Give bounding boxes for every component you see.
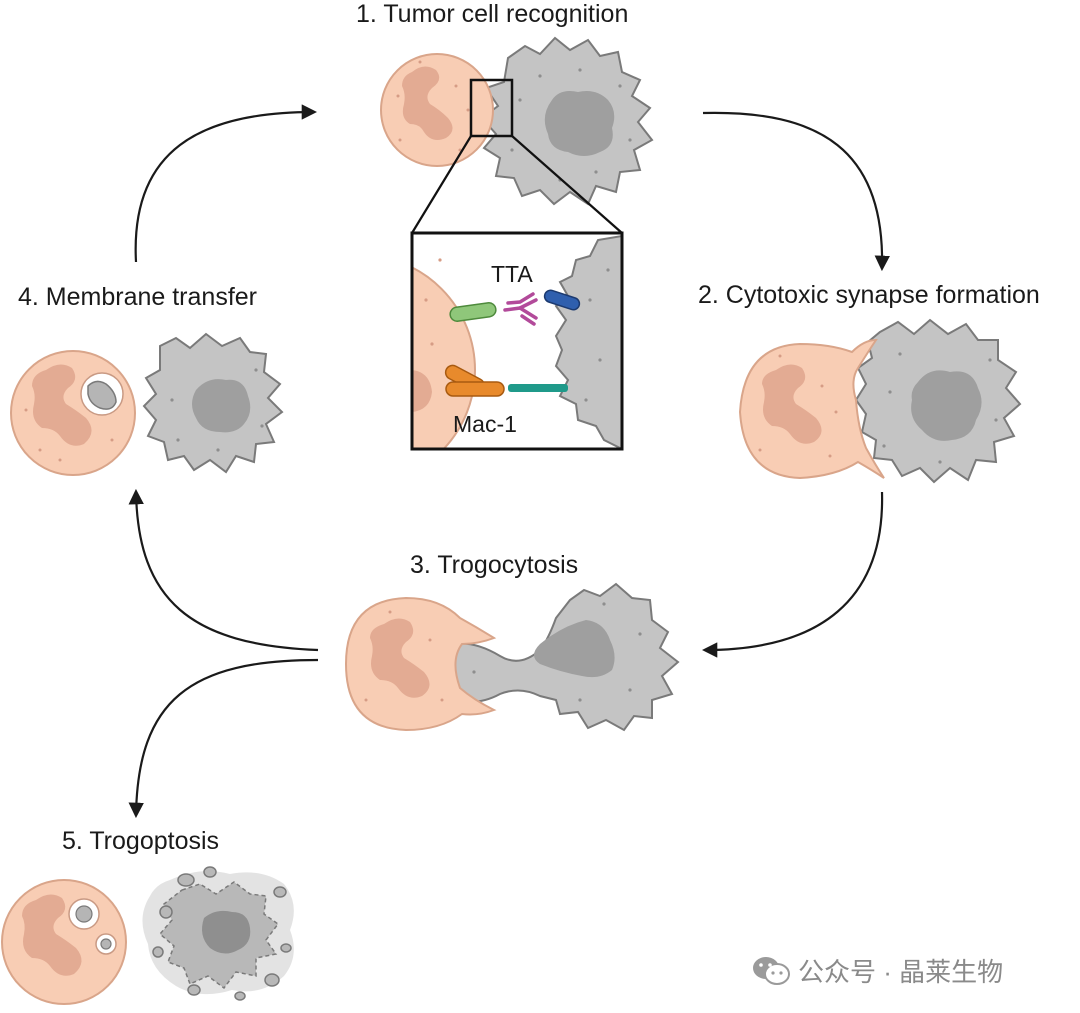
tta-label: TTA (491, 261, 533, 287)
step1-cells (380, 36, 654, 206)
neutrophil-nucleus (402, 66, 453, 140)
tumor-nucleus (192, 379, 251, 433)
arrow-3-to-4 (128, 488, 319, 652)
neutrophil-nucleus (32, 364, 92, 446)
arrow-4-to-1 (134, 104, 318, 263)
step1-label: 1. Tumor cell recognition (356, 0, 629, 28)
cycle-arrows (128, 104, 891, 819)
neutrophil-nucleus (22, 894, 82, 976)
arrow-3-to-5 (128, 658, 319, 819)
mac1-label: Mac-1 (453, 411, 517, 437)
inset-frame (410, 231, 624, 451)
dying-tumor-nucleus (202, 910, 251, 954)
step2-cells (738, 318, 1022, 484)
mac1-orange-b (445, 381, 505, 397)
tumor-nucleus (534, 620, 615, 678)
step3-cells (344, 582, 680, 732)
tumor-nucleus (544, 91, 615, 156)
step5-label: 5. Trogoptosis (62, 827, 220, 855)
neutrophil-nucleus (762, 364, 822, 444)
receptor-blue (543, 289, 581, 311)
step3-label: 3. Trogocytosis (410, 551, 579, 579)
neutrophil-nucleus (370, 618, 430, 698)
zoom-inset (410, 135, 624, 451)
arrow-1-to-2 (702, 111, 891, 272)
step5-cells (1, 866, 294, 1005)
watermark: 公众号 · 晶莱生物 (752, 952, 1003, 989)
tta-antibody (503, 292, 538, 326)
apoptotic-bodies (152, 866, 292, 1001)
ligand-teal (508, 384, 568, 392)
tumor-nucleus (911, 370, 982, 441)
engulfed-tumor-fragment (87, 380, 117, 410)
wechat-icon (753, 956, 790, 985)
zoom-box (469, 78, 514, 138)
step4-label: 4. Membrane transfer (18, 283, 257, 311)
watermark-text: 公众号 · 晶莱生物 (798, 957, 1004, 987)
step2-label: 2. Cytotoxic synapse formation (698, 281, 1040, 309)
arrow-2-to-3 (701, 491, 884, 658)
ligand-green (449, 302, 497, 322)
step4-cells (10, 332, 284, 476)
